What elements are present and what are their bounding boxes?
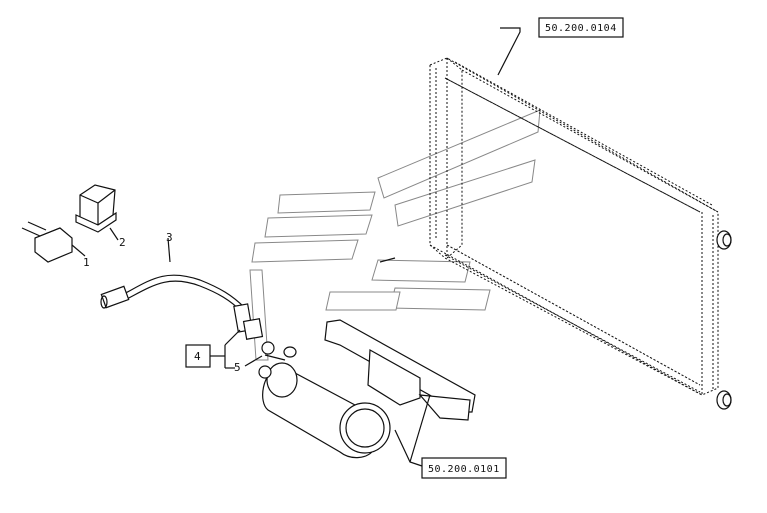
ref-receiver: 50.200.0101 [428, 464, 500, 475]
pressure-switch-cable [100, 237, 264, 340]
callout-3: 3 [166, 231, 173, 244]
ref-radiator: 50.200.0104 [545, 23, 617, 34]
callout-lines [210, 27, 521, 467]
callout-5: 5 [234, 361, 241, 374]
connector-plug [21, 221, 86, 263]
callout-1: 1 [83, 256, 90, 269]
ref-box-radiator [538, 17, 624, 38]
ref-box-receiver [421, 457, 507, 479]
relay-block [75, 184, 119, 241]
callout-4: 4 [194, 350, 201, 363]
callout-4-box [185, 344, 211, 368]
watermark-logo [249, 109, 541, 361]
callout-2: 2 [119, 236, 126, 249]
receiver-drier [258, 319, 476, 459]
radiator-assembly [379, 56, 732, 410]
